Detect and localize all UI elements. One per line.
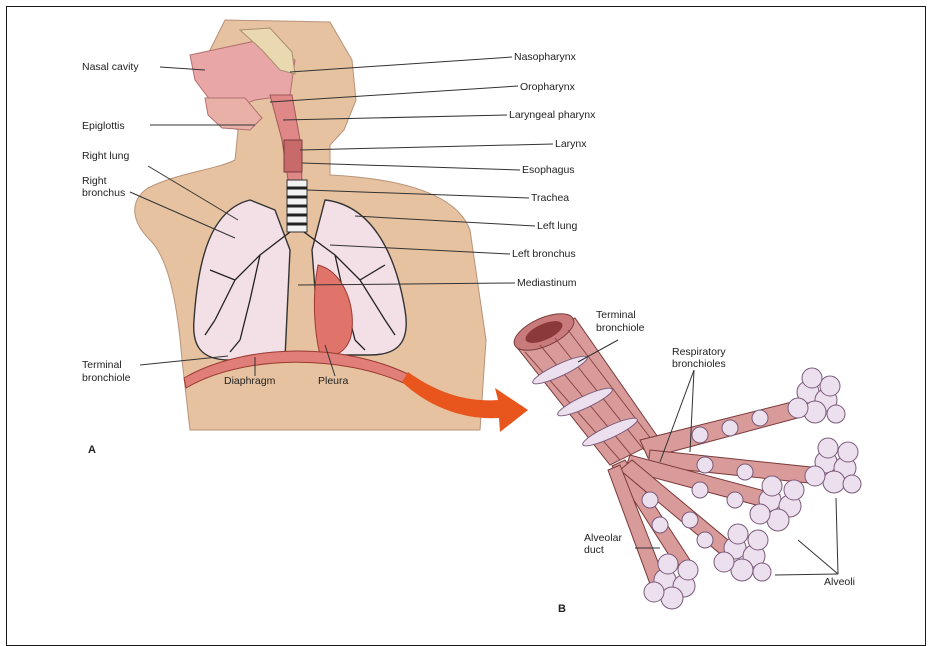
- alveoli-cluster: [788, 368, 845, 423]
- label-right-bronchus-1: Right: [82, 175, 107, 187]
- label-left-lung: Left lung: [537, 220, 577, 232]
- body-silhouette: [135, 20, 486, 430]
- label-laryngeal-pharynx: Laryngeal pharynx: [509, 109, 596, 121]
- alveoli-cluster: [714, 524, 771, 581]
- label-terminal-bronchiole-b-1: Terminal: [596, 309, 636, 321]
- label-left-bronchus: Left bronchus: [512, 248, 576, 260]
- label-oropharynx: Oropharynx: [520, 81, 576, 93]
- trachea: [287, 180, 307, 232]
- label-nasopharynx: Nasopharynx: [514, 51, 577, 63]
- label-respiratory-bronchioles-1: Respiratory: [672, 346, 726, 358]
- label-nasal-cavity: Nasal cavity: [82, 61, 139, 73]
- label-alveoli: Alveoli: [824, 576, 855, 588]
- respiratory-figure: Nasal cavity Epiglottis Right lung Right…: [0, 0, 934, 625]
- label-terminal-bronchiole-b-2: bronchiole: [596, 322, 645, 334]
- label-epiglottis: Epiglottis: [82, 120, 125, 132]
- panel-b-letter: B: [558, 603, 566, 615]
- label-right-lung: Right lung: [82, 150, 129, 162]
- label-pleura: Pleura: [318, 375, 349, 387]
- label-terminal-bronchiole-a-1: Terminal: [82, 359, 122, 371]
- label-trachea: Trachea: [531, 192, 569, 204]
- label-terminal-bronchiole-a-2: bronchiole: [82, 372, 131, 384]
- label-esophagus: Esophagus: [522, 164, 575, 176]
- panel-a-letter: A: [88, 444, 96, 456]
- label-alveolar-duct-2: duct: [584, 544, 604, 556]
- label-larynx: Larynx: [555, 138, 587, 150]
- larynx-shape: [284, 140, 302, 172]
- panel-b-bronchiole: Terminal bronchiole Respiratory bronchio…: [509, 306, 861, 615]
- panel-a-anatomy: Nasal cavity Epiglottis Right lung Right…: [82, 20, 596, 456]
- alveoli-cluster: [805, 438, 861, 493]
- label-diaphragm: Diaphragm: [224, 375, 276, 387]
- label-respiratory-bronchioles-2: bronchioles: [672, 358, 726, 370]
- label-alveolar-duct-1: Alveolar: [584, 532, 622, 544]
- label-right-bronchus-2: bronchus: [82, 187, 125, 199]
- label-mediastinum: Mediastinum: [517, 277, 577, 289]
